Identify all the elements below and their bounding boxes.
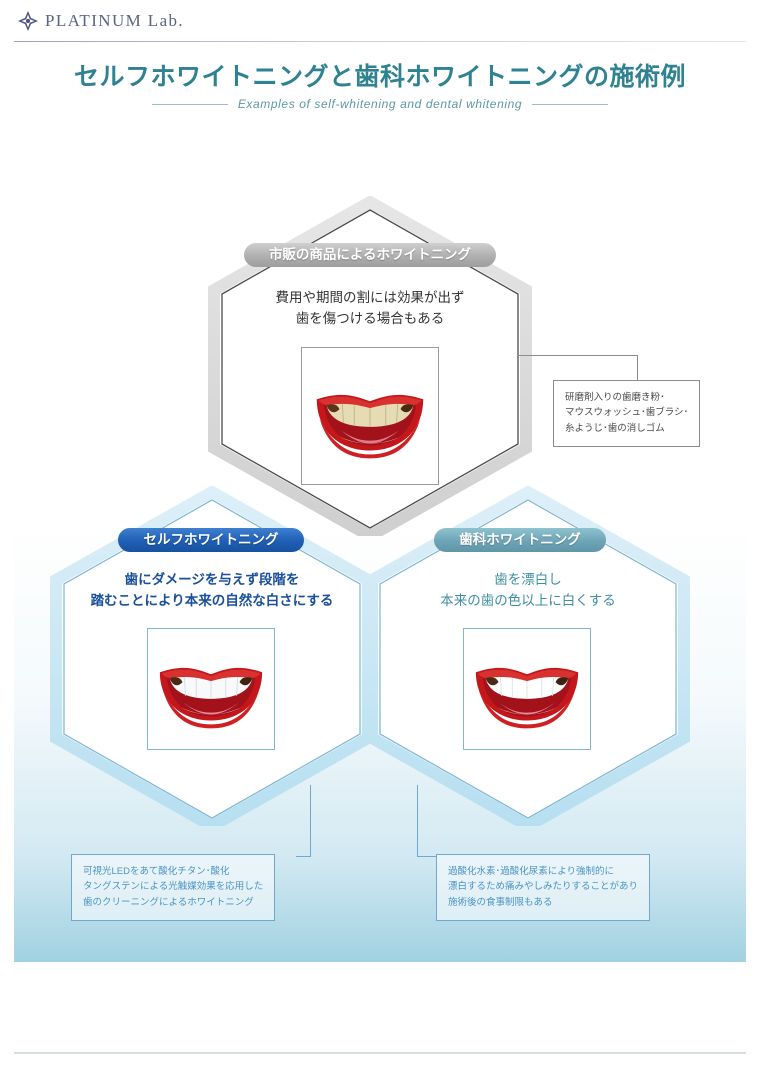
white-teeth-smile-illustration: [148, 629, 274, 749]
callout-self-note: 可視光LEDをあて酸化チタン･酸化 タングステンによる光触媒効果を応用した 歯の…: [71, 854, 276, 922]
connector-self-vertical: [310, 785, 311, 857]
dental-description-line-1: 歯を漂白し: [494, 572, 562, 587]
callout-dental-line-2: 漂白するため痛みやしみたりすることがあり: [448, 881, 639, 893]
subtitle-rule-left: [151, 103, 228, 105]
photo-dental-whitening-smile: [463, 628, 591, 750]
callout-commercial-line-3: 糸ようじ･歯の消しゴム: [565, 422, 665, 434]
stained-teeth-smile-illustration: [302, 348, 438, 484]
connector-commercial-vertical: [637, 355, 638, 380]
badge-dental-whitening[interactable]: 歯科ホワイトニング: [434, 528, 606, 552]
callout-commercial-line-2: マウスウォッシュ･歯ブラシ･: [565, 407, 689, 419]
callout-dental-line-1: 過酸化水素･過酸化尿素により強制的に: [448, 866, 615, 877]
commercial-description-line-2: 歯を傷つける場合もある: [295, 310, 445, 326]
self-description-line-2: 踏むことにより本来の自然な白さにする: [90, 592, 334, 608]
callout-commercial-note: 研磨剤入りの歯磨き粉･ マウスウォッシュ･歯ブラシ･ 糸ようじ･歯の消しゴム: [553, 380, 701, 448]
connector-dental-vertical: [417, 785, 418, 857]
commercial-description: 費用や期間の割には効果が出ず 歯を傷つける場合もある: [230, 288, 510, 330]
callout-dental-note: 過酸化水素･過酸化尿素により強制的に 漂白するため痛みやしみたりすることがあり …: [436, 854, 651, 922]
connector-commercial-horizontal: [518, 355, 638, 356]
photo-commercial-smile: [301, 347, 439, 485]
dental-description-line-2: 本来の歯の色以上に白くする: [440, 592, 616, 608]
badge-commercial[interactable]: 市販の商品によるホワイトニング: [244, 243, 496, 267]
diamond-flower-icon: [17, 10, 39, 32]
brand-logo: PLATINUM Lab.: [17, 10, 184, 32]
self-whitening-description: 歯にダメージを与えず段階を 踏むことにより本来の自然な白さにする: [56, 570, 368, 612]
callout-dental-line-3: 施術後の食事制限もある: [448, 896, 553, 908]
callout-self-line-1: 可視光LEDをあて酸化チタン･酸化: [83, 866, 230, 877]
callout-self-line-2: タングステンによる光触媒効果を応用した: [83, 881, 264, 893]
footer-divider: [14, 1052, 746, 1054]
dental-whitening-description: 歯を漂白し 本来の歯の色以上に白くする: [372, 570, 684, 612]
brand-name: PLATINUM Lab.: [45, 11, 185, 30]
commercial-description-line-1: 費用や期間の割には効果が出ず: [275, 290, 465, 305]
subtitle-rule-right: [532, 103, 609, 105]
page-subtitle-group: Examples of self-whitening and dental wh…: [0, 97, 760, 111]
callout-commercial-line-1: 研磨剤入りの歯磨き粉･: [565, 392, 665, 403]
connector-dental-horizontal: [417, 856, 437, 857]
bright-white-teeth-smile-illustration: [464, 629, 590, 749]
self-description-line-1: 歯にダメージを与えず段階を: [124, 572, 300, 587]
badge-self-whitening[interactable]: セルフホワイトニング: [118, 528, 304, 552]
page-header: PLATINUM Lab.: [0, 0, 760, 46]
header-divider: [14, 41, 746, 42]
photo-self-whitening-smile: [147, 628, 275, 750]
callout-self-line-3: 歯のクリーニングによるホワイトニング: [83, 896, 254, 908]
connector-self-horizontal: [296, 856, 311, 857]
page-title: セルフホワイトニングと歯科ホワイトニングの施術例: [73, 63, 686, 91]
page-subtitle: Examples of self-whitening and dental wh…: [237, 97, 523, 111]
